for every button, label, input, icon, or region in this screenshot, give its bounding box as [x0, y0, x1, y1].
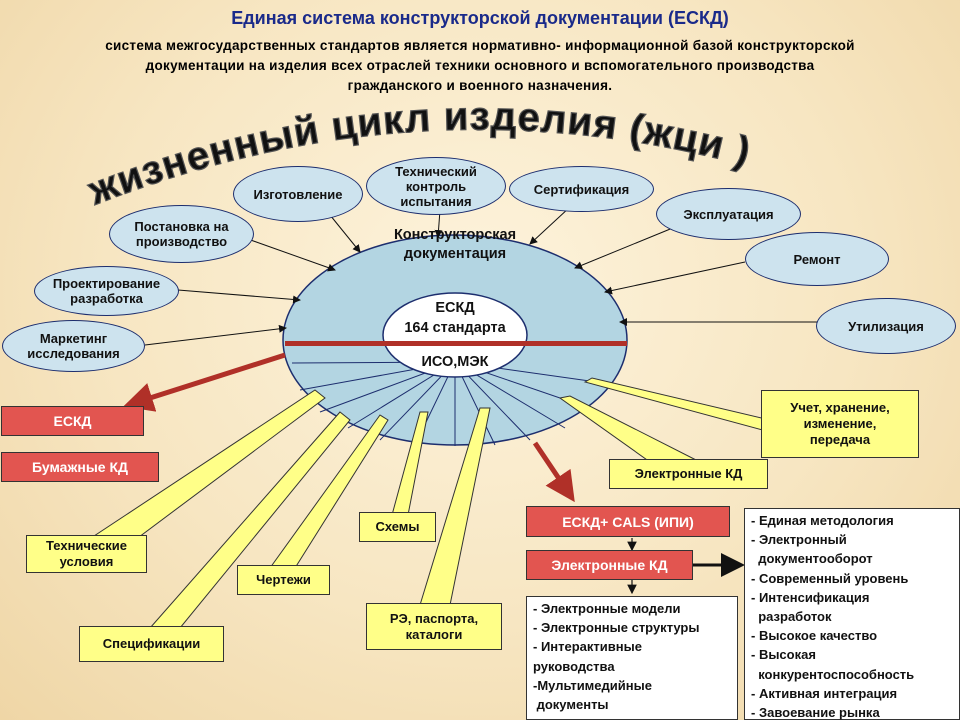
divider-bar: [285, 341, 627, 346]
center-lower-label: ИСО,МЭК: [421, 354, 489, 370]
list-item: руководства: [533, 658, 615, 674]
callout-label: РЭ, паспорта,: [389, 610, 479, 626]
callout-drawings: Чертежи: [237, 565, 330, 595]
center-outer-line: документация: [403, 246, 507, 262]
stage-label: производство: [135, 234, 228, 249]
list-item: - Высокая: [751, 647, 816, 663]
callout-label: Учет, хранение,: [790, 400, 890, 415]
stage-label: контроль: [405, 178, 467, 194]
list-item: документы: [533, 697, 609, 713]
stage-label: Сертификация: [533, 181, 630, 197]
stage-certification: Сертификация: [509, 166, 654, 212]
inner-ellipse: [382, 292, 528, 378]
stage-label: Эксплуатация: [683, 206, 774, 222]
red-arrow-down: [532, 441, 575, 503]
stage-repair: Ремонт: [745, 232, 889, 286]
stage-label: испытания: [400, 193, 472, 209]
center-inner-line: 164 стандарта: [404, 320, 506, 336]
stage-label: Ремонт: [793, 251, 841, 267]
red-arrow-left: [123, 352, 286, 412]
list-item: - Активная интеграция: [751, 685, 898, 701]
list-item: - Интерактивные: [533, 639, 642, 655]
callout-label: Технические: [46, 538, 127, 553]
list-item: разработок: [751, 609, 832, 625]
list-item: - Завоевание рынка: [751, 705, 880, 721]
cals-box: ЕСКД+ CALS (ИПИ): [526, 506, 730, 537]
list-item: конкурентоспособность: [751, 666, 915, 682]
callout-specifications: Спецификации: [79, 626, 224, 662]
stage-manufacturing: Изготовление: [233, 166, 363, 222]
callout-electronic-kd: Электронные КД: [609, 459, 768, 489]
center-outer-label: Конструкторская документация: [360, 226, 550, 264]
list-item: - Электронный: [751, 532, 847, 548]
page-subtitle: система межгосударственных стандартов яв…: [40, 36, 920, 96]
list-item: документооборот: [751, 551, 873, 567]
subtitle-line: гражданского и военного назначения.: [347, 78, 613, 93]
stage-label: исследования: [27, 346, 120, 361]
eskd-box: ЕСКД: [1, 406, 144, 436]
paper-kd-box: Бумажные КД: [1, 452, 159, 482]
stage-label: Технический: [395, 163, 477, 179]
stage-disposal: Утилизация: [816, 298, 956, 354]
list-item: - Электронные структуры: [533, 620, 700, 636]
page-title: Единая система конструкторской документа…: [231, 8, 729, 28]
stage-label: Изготовление: [253, 186, 343, 202]
callout-label: изменение,: [803, 416, 877, 431]
stage-label: Проектирование: [52, 276, 161, 291]
stage-label: Маркетинг: [39, 331, 108, 346]
center-outer-line: Конструкторская: [393, 227, 517, 243]
callout-label: условия: [59, 554, 114, 569]
list-item: - Единая методология: [751, 513, 894, 528]
benefits-list: - Единая методология - Электронный докум…: [744, 508, 960, 720]
subtitle-line: система межгосударственных стандартов яв…: [105, 38, 855, 53]
stage-label: Постановка на: [134, 219, 229, 234]
list-item: -Мультимедийные: [533, 677, 652, 693]
callout-accounting: Учет, хранение,изменение,передача: [761, 390, 919, 458]
list-item: - Современный уровень: [751, 570, 909, 586]
stage-arrows: [144, 206, 820, 346]
electronic-features-list: - Электронные модели - Электронные струк…: [526, 596, 738, 720]
electronic-kd-box: Электронные КД: [526, 550, 693, 580]
list-item: - Электронные модели: [533, 601, 681, 616]
list-item: - Высокое качество: [751, 628, 878, 644]
subtitle-line: документации на изделия всех отраслей те…: [145, 58, 815, 73]
stage-label: разработка: [70, 291, 143, 306]
center-inner-label: ЕСКД 164 стандарта: [383, 298, 527, 338]
callout-label: передача: [809, 432, 871, 447]
callout-wedges: [86, 377, 771, 629]
stage-operation: Эксплуатация: [656, 188, 801, 240]
callout-manuals: РЭ, паспорта,каталоги: [366, 603, 502, 650]
callout-schemes: Схемы: [359, 512, 436, 542]
center-inner-line: ЕСКД: [435, 300, 475, 316]
list-item: - Интенсификация: [751, 589, 870, 605]
callout-label: каталоги: [405, 626, 463, 642]
stage-label: Утилизация: [848, 318, 924, 334]
